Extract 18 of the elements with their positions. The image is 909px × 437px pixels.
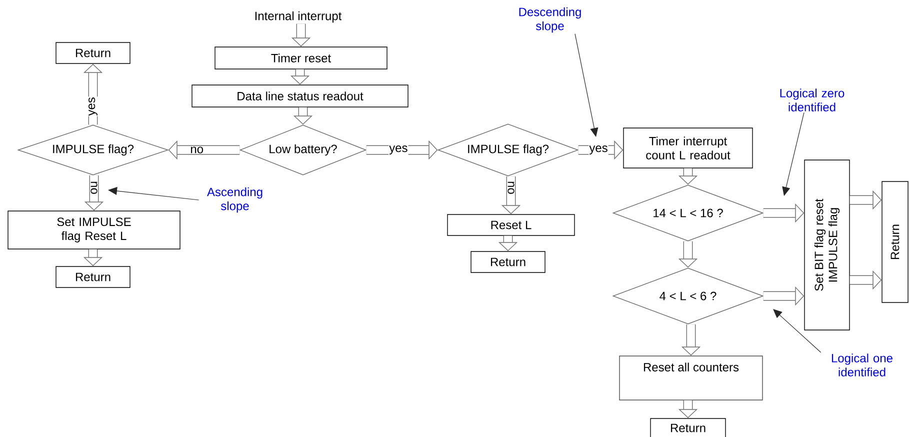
edge-label: no: [190, 146, 204, 154]
edge-label: no: [90, 180, 98, 195]
leader-line: [782, 112, 804, 196]
leader-line: [773, 309, 822, 353]
start-text: Internal interrupt: [255, 11, 342, 23]
process-box: Timer interrupt count L readout: [623, 128, 753, 168]
edge-label: yes: [88, 96, 98, 116]
leader-line: [574, 34, 598, 137]
process-box: Reset all counters: [619, 356, 763, 400]
process-box: Set BIT flag reset IMPULSE flag: [804, 160, 850, 330]
edge-label: yes: [588, 145, 608, 155]
process-box: Return: [650, 418, 726, 437]
annotation-text: Descending slope: [519, 7, 581, 33]
annotation-text: Ascending slope: [207, 187, 262, 213]
annotation-text: Logical one identified: [832, 354, 892, 376]
edge-label: no: [507, 180, 515, 195]
edge-label: yes: [388, 145, 408, 155]
annotation-text: Logical zero identified: [780, 88, 844, 112]
